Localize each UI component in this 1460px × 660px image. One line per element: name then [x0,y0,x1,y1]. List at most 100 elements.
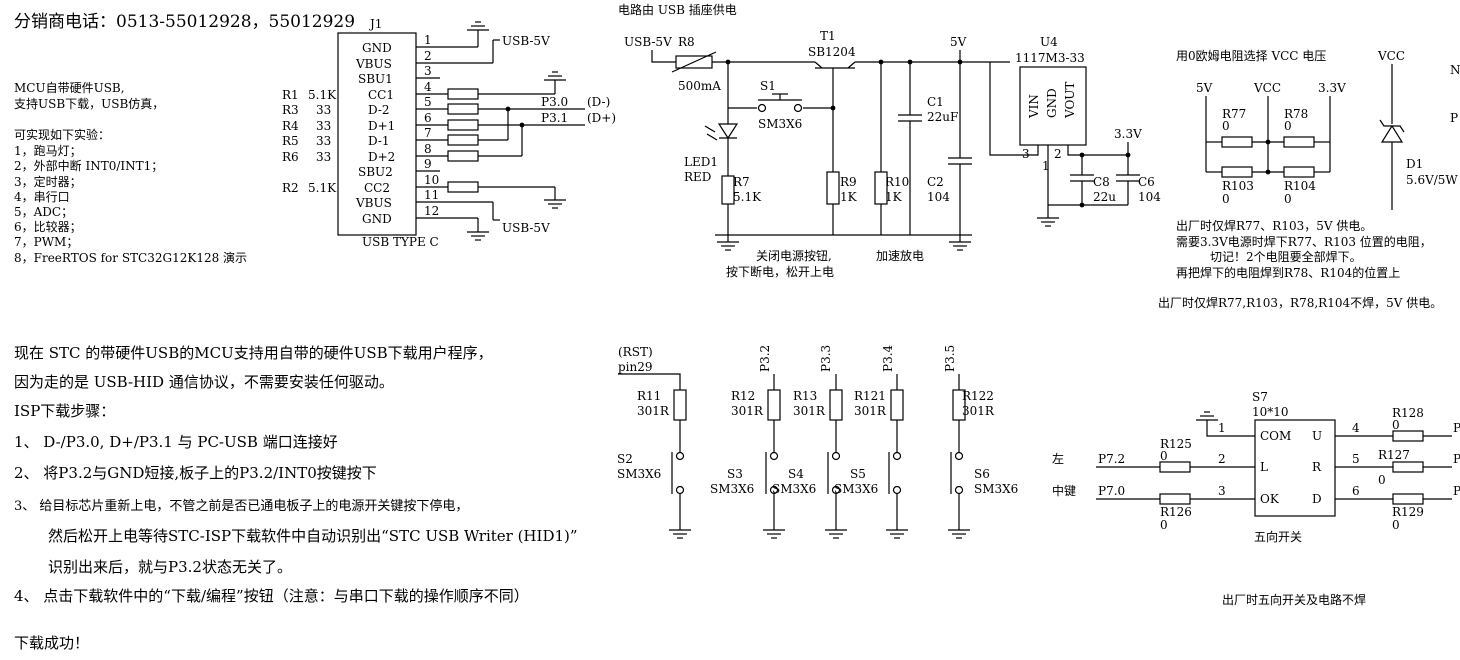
r127-ref: R127 [1378,448,1410,462]
pin-name: CC2 [364,181,390,195]
r13-value: 301R [793,404,826,418]
pin-num: 2 [424,49,432,63]
resistor-r12 [767,389,781,421]
r129-value: 0 [1392,518,1400,532]
u4-pin-vout: VOUT [1063,82,1077,119]
key-switches: (RST) pin29 P3.2 P3.3 P3.4 P3.5 R11 301R… [617,344,1018,539]
vcc-note2: 需要3.3V电源时焊下R77、R103 位置的电阻， [1176,234,1432,249]
experiment-item: 2，外部中断 INT0/INT1； [14,158,163,173]
isp-instructions: 现在 STC 的带硬件USB的MCU支持用自带的硬件USB下载用户程序， 因为走… [14,344,578,652]
mcu-line1: MCU自带硬件USB, [14,81,125,95]
pin-num: 9 [424,157,432,171]
s3-ref: S3 [727,467,743,481]
resistor-r6 [447,150,479,162]
c6-ref: C6 [1138,175,1155,189]
pin-num: 5 [424,95,432,109]
led-ref: LED1 [684,155,718,169]
r8-ref: R8 [678,35,695,49]
res-ref: R5 [282,134,299,148]
net-dplus: (D+) [587,111,616,125]
res-ref: R1 [282,88,299,102]
r7-ref: R7 [733,175,750,189]
isp-step4: 4、 点击下载软件中的“下载/编程”按钮（注意：与串口下载的操作顺序不同） [14,587,529,605]
net-usb5v-bottom: USB-5V [502,221,550,235]
s7-pin-d: D [1312,492,1322,506]
isp-steps-title: ISP下载步骤： [14,402,115,420]
resistor-r104 [1283,166,1315,178]
resistor-r127 [1392,461,1424,473]
led1 [704,108,739,176]
r129-ref: R129 [1392,505,1424,519]
s5-value: SM3X6 [834,482,878,496]
pin-name: VBUS [355,196,392,210]
usb-connector-j1: J1 USB TYPE C GND VBUS SBU1 CC1 D-2 D+1 … [282,17,616,249]
s6-ref: S6 [974,467,990,481]
top-left-notes: 分销商电话：0513-55012928，55012929 MCU自带硬件USB,… [14,12,355,265]
res-value: 33 [316,134,331,148]
net-p70: P7.0 [1098,484,1125,498]
resistor-r2 [447,181,479,193]
res-ref: R4 [282,119,299,133]
vcc-net-33v: 3.3V [1318,81,1346,95]
pin-name: D-1 [368,134,390,148]
isp-step2: 2、 将P3.2与GND短接,板子上的P3.2/INT0按键按下 [14,464,377,482]
s3-value: SM3X6 [710,482,754,496]
note-switch-1: 关闭电源按钮, [756,248,832,263]
c8-value: 22u [1093,190,1116,204]
power-circuit: 电路由 USB 插座供电 USB-5V R8 500mA T1 SB1204 S… [618,2,1161,279]
r11-ref: R11 [637,389,661,403]
experiment-item: 5，ADC； [14,205,73,219]
pin-name: SBU1 [358,72,393,86]
resistor-r4 [447,119,479,131]
isp-step1: 1、 D-/P3.0, D+/P3.1 与 PC-USB 端口连接好 [14,433,338,451]
r125-value: 0 [1160,449,1168,463]
u4-body [1019,66,1087,146]
s7-pin-num: 2 [1218,452,1226,466]
c2-ref: C2 [927,175,944,189]
resistor-r103 [1221,166,1253,178]
r127-value: 0 [1378,473,1386,487]
isp-step3: 3、 给目标芯片重新上电，不管之前是否已通电板子上的电源开关键按下停电， [14,498,468,514]
resistor-r126 [1159,493,1191,505]
transistor-t1 [814,61,856,76]
pin-num: 8 [424,142,432,156]
r122-ref: R122 [962,389,994,403]
isp-step3b: 然后松开上电等待STC-ISP下载软件中自动识别出“STC USB Writer… [48,527,578,545]
net-5v: 5V [950,35,967,49]
pin-name: D-2 [368,103,390,117]
t1-ref: T1 [820,29,836,43]
vcc-select-title: 用0欧姆电阻选择 VCC 电压 [1176,49,1326,63]
five-way-switch: S7 10*10 COM L OK U R D 1 2 3 4 5 6 [1052,390,1460,607]
net-usb5v-top: USB-5V [502,34,550,48]
res-ref: R2 [282,181,299,195]
net-33v: 3.3V [1114,127,1142,141]
s7-pin-num: 1 [1218,421,1226,435]
r103-value: 0 [1222,192,1230,206]
resistor-r125 [1159,461,1191,473]
pin-num: 1 [424,33,432,47]
pin-num: 7 [424,126,432,140]
experiment-item: 8，FreeRTOS for STC32G12K128 演示 [14,250,247,265]
isp-intro1: 现在 STC 的带硬件USB的MCU支持用自带的硬件USB下载用户程序， [14,344,493,362]
s1-value: SM3X6 [758,117,802,131]
note-switch-2: 按下断电，松开上电 [726,264,834,279]
r8-value: 500mA [678,79,721,93]
s6-value: SM3X6 [974,482,1018,496]
isp-intro2: 因为走的是 USB-HID 通信协议，不需要安装任何驱动。 [14,373,394,391]
pin-name: D+2 [368,150,395,164]
r104-value: 0 [1284,192,1292,206]
net-p30: P3.0 [541,95,568,109]
vcc-note5: 出厂时仅焊R77,R103，R78,R104不焊，5V 供电。 [1158,295,1442,310]
s7-pin-num: 4 [1352,421,1360,435]
pin29-label: pin29 [618,360,653,374]
power-title: 电路由 USB 插座供电 [618,2,737,17]
net-p72: P7.2 [1098,452,1125,466]
experiment-item: 3，定时器； [14,174,82,189]
res-value: 33 [316,119,331,133]
u4-pin-gnd: GND [1045,88,1059,118]
j1-ref: J1 [368,17,382,31]
clip-p: P [1450,111,1458,125]
experiments-title: 可实现如下实验： [14,127,110,142]
res-ref: R6 [282,150,299,164]
